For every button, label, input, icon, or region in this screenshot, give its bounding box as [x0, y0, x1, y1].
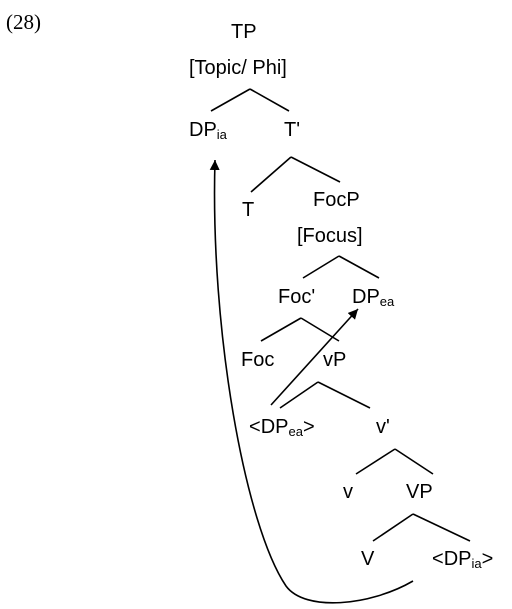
- trace-label: DP: [443, 548, 472, 570]
- node-focp-label: FocP: [313, 189, 360, 211]
- node-v: v: [343, 482, 353, 502]
- example-number: (28): [6, 10, 41, 34]
- branch-tp-dpia: [210, 88, 251, 112]
- node-vp-label: VP: [406, 481, 433, 503]
- node-t-label: T: [242, 199, 255, 221]
- movement-arrow-ea: [270, 308, 359, 406]
- branch-vbar-v: [355, 448, 396, 475]
- node-v-bar: v': [376, 417, 390, 437]
- node-dp-ea-subscript: ea: [379, 294, 395, 309]
- branch-vp-dpea-trace: [279, 381, 319, 409]
- movement-arrow-ia: [209, 159, 414, 604]
- node-vp-small: vP: [323, 350, 346, 370]
- node-focp-feature: [Focus]: [297, 226, 363, 246]
- node-t: T: [242, 200, 254, 220]
- node-dp-ea-trace: <DPea>: [249, 417, 315, 438]
- node-focp: FocP: [313, 190, 360, 210]
- branch-focp-dpea: [338, 255, 380, 279]
- node-v-bar-label: v': [376, 416, 390, 438]
- branch-vp-vbar: [317, 381, 371, 409]
- node-tp-label: TP: [231, 21, 257, 43]
- node-dp-ia-subscript: ia: [216, 127, 227, 142]
- node-dp-ea: DPea: [352, 287, 394, 308]
- trace-open-bracket: <: [432, 548, 444, 570]
- branch-focbar-vp: [300, 317, 340, 342]
- node-verb-label: V: [361, 548, 375, 570]
- node-dp-ia-label: DP: [189, 119, 217, 141]
- branch-tbar-t: [250, 156, 292, 193]
- branch-focbar-foc: [260, 317, 302, 342]
- branch-vp-dpia-trace: [412, 513, 471, 542]
- node-verb: V: [361, 549, 374, 569]
- node-foc-bar: Foc': [278, 287, 315, 307]
- node-t-bar-label: T': [284, 119, 301, 141]
- branch-tbar-focp: [290, 156, 341, 183]
- trace-open-bracket: <: [249, 416, 261, 438]
- branch-vp-verb: [372, 513, 414, 542]
- tp-feature-label: [Topic/ Phi]: [189, 57, 287, 79]
- branch-focp-focbar: [302, 255, 340, 279]
- node-v-label: v: [343, 481, 353, 503]
- node-foc-bar-label: Foc': [278, 286, 316, 308]
- branch-vbar-vp: [394, 448, 434, 475]
- node-foc: Foc: [241, 350, 274, 370]
- node-foc-label: Foc: [241, 349, 275, 371]
- node-dp-ia-trace: <DPia>: [432, 549, 493, 570]
- node-dp-ea-label: DP: [352, 286, 380, 308]
- trace-close-bracket: >: [302, 416, 315, 438]
- trace-close-bracket: >: [481, 548, 494, 570]
- node-t-bar: T': [284, 120, 300, 140]
- node-tp: TP: [231, 22, 257, 42]
- node-vp: VP: [406, 482, 433, 502]
- node-dp-ia: DPia: [189, 120, 227, 141]
- trace-label: DP: [260, 416, 289, 438]
- focp-feature-label: [Focus]: [297, 225, 363, 247]
- branch-tp-tbar: [249, 88, 290, 112]
- node-vp-small-label: vP: [323, 349, 347, 371]
- node-tp-feature: [Topic/ Phi]: [189, 58, 287, 78]
- trace-subscript: ea: [288, 424, 303, 439]
- trace-subscript: ia: [471, 556, 482, 571]
